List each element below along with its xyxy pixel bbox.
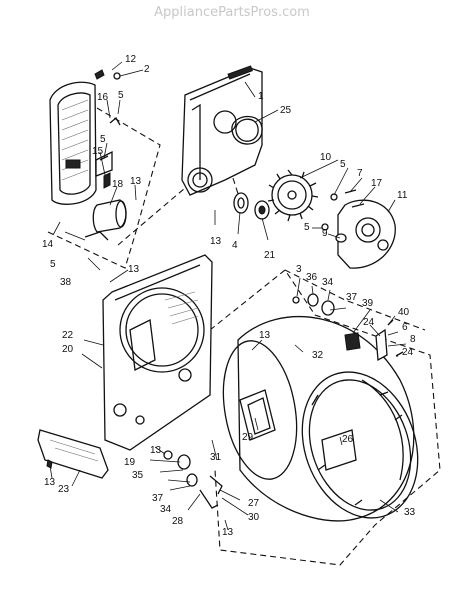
thermal-fuse: [344, 332, 361, 351]
callout-14: 14: [42, 239, 54, 250]
callout-13-a: 13: [130, 176, 142, 187]
callout-19: 19: [124, 457, 136, 468]
felt-seal-ring: [231, 115, 263, 145]
drum-rear-outline: [284, 269, 426, 331]
callout-27: 27: [248, 498, 260, 509]
wire-clip-bracket: [84, 231, 109, 241]
blower-seal: [233, 192, 249, 214]
callout-5-a: 5: [118, 90, 124, 101]
callout-40: 40: [398, 307, 410, 318]
small-clip: [109, 117, 121, 126]
callout-11: 11: [397, 190, 408, 201]
callout-13-f: 13: [222, 527, 234, 538]
callout-12: 12: [125, 54, 137, 65]
lint-switch: [103, 172, 111, 189]
callout-13-g: 13: [44, 477, 56, 488]
callout-17: 17: [371, 178, 383, 189]
callout-37-b: 37: [152, 493, 164, 504]
roller-assembly-top: [292, 293, 335, 316]
callout-26: 26: [342, 434, 354, 445]
callout-24-b: 24: [402, 347, 414, 358]
callout-10: 10: [320, 152, 332, 163]
callout-2: 2: [144, 64, 150, 75]
callout-38: 38: [60, 277, 72, 288]
callout-21: 21: [264, 250, 276, 261]
toe-panel: [37, 429, 109, 479]
drum-belt: [361, 379, 404, 481]
callout-numbers: 12 2 1 25 16 5 5 15 13 18 14 5 38 13 10 …: [42, 54, 416, 538]
drum-baffle: [239, 389, 276, 441]
site-watermark: AppliancePartsPros.com: [154, 5, 310, 20]
idler-pulley: [209, 475, 223, 495]
callout-1: 1: [258, 91, 264, 102]
callout-22: 22: [62, 330, 74, 341]
callout-25: 25: [280, 105, 292, 116]
callout-7: 7: [357, 168, 363, 179]
lint-screen-housing: [49, 81, 97, 205]
callout-4: 4: [232, 240, 238, 251]
leader-lines: [49, 61, 407, 531]
drum-rear-baffle: [321, 429, 357, 471]
rear-bulkhead: [102, 254, 213, 451]
door-plunger: [92, 199, 127, 233]
callout-13-b: 13: [128, 264, 140, 275]
callout-37-a: 37: [346, 292, 358, 303]
callout-13-d: 13: [259, 330, 271, 341]
drum-group-outline: [209, 269, 441, 566]
felt-washer: [254, 200, 270, 220]
callout-5-d: 5: [340, 159, 346, 170]
callout-34-a: 34: [322, 277, 334, 288]
callout-36: 36: [306, 272, 318, 283]
callout-5-e: 5: [304, 222, 310, 233]
thermistor-bracket: [375, 319, 404, 362]
callout-15: 15: [92, 146, 104, 157]
roller-assembly-bottom: [163, 450, 219, 509]
callout-32: 32: [312, 350, 324, 361]
callout-5-b: 5: [100, 134, 106, 145]
callout-35: 35: [132, 470, 144, 481]
rear-housing-panel: [181, 65, 263, 196]
callout-13-c: 13: [210, 236, 222, 247]
callout-20: 20: [62, 344, 74, 355]
callout-23: 23: [58, 484, 70, 495]
screw-top: [94, 69, 121, 80]
callout-24-a: 24: [363, 317, 375, 328]
callout-3: 3: [296, 264, 302, 275]
drum: [222, 315, 419, 522]
callout-9: 9: [322, 228, 328, 239]
callout-18: 18: [112, 179, 124, 190]
callout-28: 28: [172, 516, 184, 527]
callout-34-b: 34: [160, 504, 172, 515]
callout-30: 30: [248, 512, 260, 523]
callout-13-e: 13: [150, 445, 162, 456]
callout-31: 31: [210, 452, 222, 463]
callout-29: 29: [242, 432, 254, 443]
callout-39: 39: [362, 298, 374, 309]
blower-hardware: [321, 189, 365, 243]
screw-lower-left: [46, 459, 53, 469]
callout-5-c: 5: [50, 259, 56, 270]
callout-8: 8: [410, 334, 416, 345]
callout-16: 16: [97, 92, 109, 103]
blower-wheel: [267, 169, 319, 222]
callout-6: 6: [402, 322, 408, 333]
blower-housing: [337, 199, 396, 269]
callout-33: 33: [404, 507, 416, 518]
